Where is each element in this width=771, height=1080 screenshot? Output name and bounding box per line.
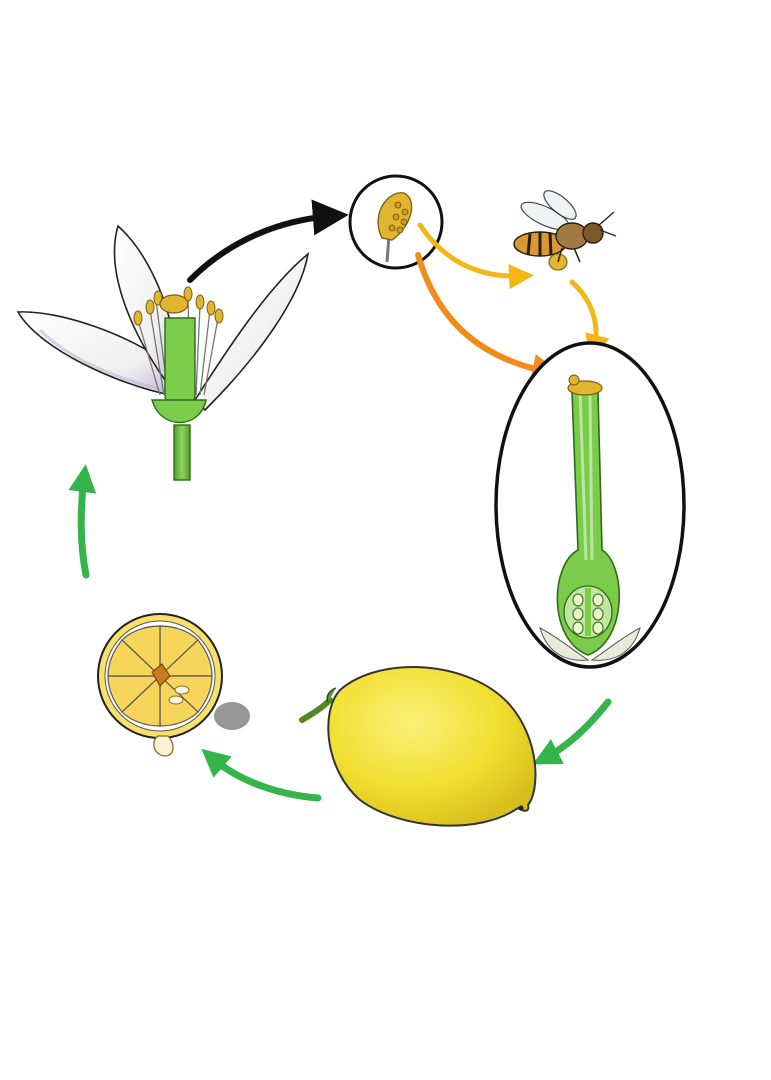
honeybee-carrying-pollen-icon [513, 190, 617, 271]
halved-lemon-with-seeds-icon [97, 613, 250, 757]
arrow-bee-to-pistil [569, 279, 610, 360]
arrow-fruit-to-seed [201, 748, 322, 802]
lemon-blossom-cross-section-icon [16, 224, 310, 481]
arrow-pistil-to-fruit [532, 698, 612, 765]
anther-with-pollen-icon [348, 174, 444, 270]
whole-lemon-icon [299, 666, 537, 827]
arrow-seed-to-flower [68, 464, 97, 579]
arrow-anther-to-bee [417, 222, 534, 290]
arrow-anther-to-pistil [415, 252, 563, 384]
pistil-ovary-cross-section-icon [494, 341, 686, 669]
arrow-flower-to-anther [187, 199, 349, 283]
